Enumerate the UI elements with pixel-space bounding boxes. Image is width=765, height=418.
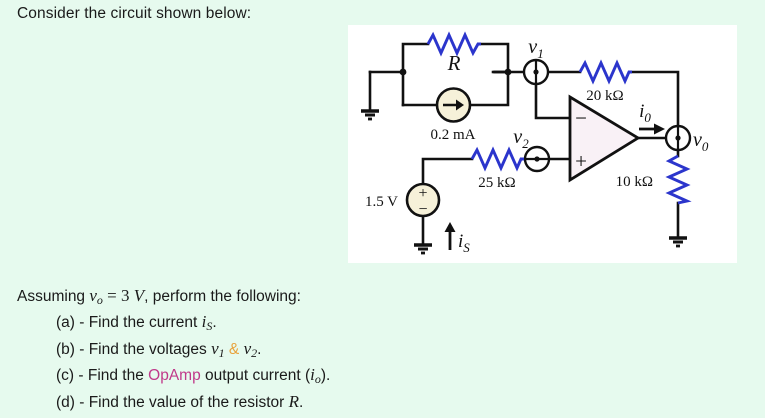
node-v0-label: v0 bbox=[693, 129, 709, 154]
lead-prefix: Assuming bbox=[17, 288, 90, 305]
current-source-label: 0.2 mA bbox=[431, 127, 476, 143]
opamp-inverting-label: − bbox=[575, 106, 587, 130]
opamp-noninverting-label: + bbox=[575, 149, 587, 173]
resistor-20k-label: 20 kΩ bbox=[586, 88, 623, 104]
item-c-mid: output current ( bbox=[200, 367, 311, 384]
node-v1-label: v1 bbox=[528, 36, 543, 61]
item-d-symbol: R bbox=[288, 391, 299, 411]
lead-vo-subscript: o bbox=[96, 293, 103, 307]
item-b-symbol-v1: v bbox=[211, 338, 219, 358]
item-a-symbol: i bbox=[201, 312, 207, 331]
question-item-a: (a) - Find the current iS. bbox=[56, 311, 757, 338]
item-d-text: (d) - Find the value of the resistor bbox=[56, 393, 289, 411]
node-v1: v1 bbox=[522, 36, 550, 86]
item-a-tail: . bbox=[212, 314, 217, 331]
circuit-figure-panel: R 0.2 mA v1 20 kΩ bbox=[348, 25, 737, 263]
source-plus-label: + bbox=[418, 185, 427, 202]
intro-text: Consider the circuit shown below: bbox=[17, 5, 252, 22]
item-d-tail: . bbox=[299, 393, 304, 411]
resistor-R: R bbox=[426, 31, 481, 75]
item-b-text: (b) - Find the voltages bbox=[56, 340, 212, 358]
voltage-source-label: 1.5 V bbox=[365, 194, 398, 210]
current-io-label: i0 bbox=[639, 101, 651, 125]
node-v0: v0 bbox=[664, 124, 709, 154]
item-b-tail: . bbox=[257, 340, 262, 358]
item-b-symbol-v2: v bbox=[243, 338, 252, 358]
question-item-c: (c) - Find the OpAmp output current (io)… bbox=[56, 364, 757, 391]
resistor-10k: 10 kΩ bbox=[616, 154, 692, 205]
resistor-25k-label: 25 kΩ bbox=[478, 175, 515, 191]
current-source-0p2mA: 0.2 mA bbox=[431, 87, 476, 143]
item-b-ampersand: & bbox=[224, 340, 244, 358]
opamp: − + bbox=[568, 94, 641, 183]
current-is-arrow: iS bbox=[444, 222, 470, 255]
resistor-R-label: R bbox=[447, 51, 461, 75]
item-b-subscript-1: 1 bbox=[218, 345, 225, 360]
resistor-25k: 25 kΩ bbox=[470, 146, 524, 191]
lead-unit: V bbox=[133, 286, 145, 305]
current-is-label: iS bbox=[458, 231, 470, 255]
question-item-b: (b) - Find the voltages v1 & v2. bbox=[56, 338, 757, 365]
circuit-diagram-svg: R 0.2 mA v1 20 kΩ bbox=[361, 31, 709, 255]
voltage-source-1p5V: + − 1.5 V bbox=[365, 182, 441, 218]
lead-suffix: , perform the following: bbox=[144, 288, 301, 305]
resistor-10k-label: 10 kΩ bbox=[616, 174, 653, 190]
item-b-subscript-2: 2 bbox=[251, 345, 258, 360]
question-lead: Assuming vo = 3 V, perform the following… bbox=[17, 285, 757, 311]
ground-symbols bbox=[361, 109, 687, 255]
item-a-text: (a) - Find the current bbox=[56, 314, 202, 331]
question-block: Assuming vo = 3 V, perform the following… bbox=[17, 285, 757, 413]
question-item-d: (d) - Find the value of the resistor R. bbox=[56, 391, 757, 414]
lead-vo-symbol: v bbox=[89, 286, 97, 305]
junction-dots bbox=[399, 68, 512, 76]
item-c-tail: ). bbox=[320, 367, 331, 384]
resistor-20k: 20 kΩ bbox=[578, 59, 632, 104]
node-v2-label: v2 bbox=[513, 126, 529, 151]
item-c-text: (c) - Find the bbox=[56, 367, 149, 384]
source-minus-label: − bbox=[418, 201, 427, 218]
item-c-symbol: i bbox=[310, 365, 315, 384]
lead-equals-value: = 3 bbox=[102, 286, 134, 305]
item-a-subscript: S bbox=[206, 319, 213, 333]
wire-network bbox=[368, 42, 680, 247]
item-c-opamp-accent: OpAmp bbox=[148, 367, 201, 384]
node-v2: v2 bbox=[513, 126, 551, 173]
current-io-arrow: i0 bbox=[639, 101, 665, 135]
item-c-subscript: o bbox=[314, 372, 321, 386]
